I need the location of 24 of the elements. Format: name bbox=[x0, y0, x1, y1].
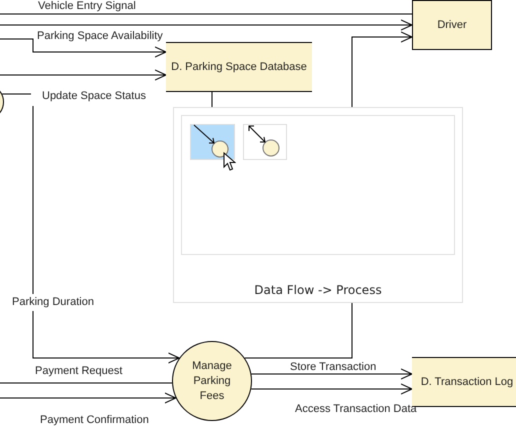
edge-label: Vehicle Entry Signal bbox=[38, 0, 136, 13]
edge-label: Store Transaction bbox=[290, 361, 376, 374]
data-flow-arrow bbox=[352, 32, 412, 108]
node-label: Driver bbox=[437, 18, 467, 32]
popup-caption: Data Flow -> Process bbox=[254, 283, 382, 298]
data-store-box bbox=[166, 42, 312, 92]
data-flow-arrow bbox=[250, 384, 412, 394]
data-flow-arrow bbox=[0, 70, 166, 80]
node-label: D. Parking Space Database bbox=[171, 60, 307, 74]
edge-label: Parking Space Availability bbox=[37, 30, 163, 43]
edge-label: Payment Request bbox=[35, 365, 122, 378]
external-entity-box bbox=[412, 0, 492, 50]
edge-label: Parking Duration bbox=[12, 294, 94, 311]
node-label: Manage Parking Fees bbox=[191, 358, 233, 404]
data-flow-arrow bbox=[0, 392, 176, 404]
data-flow-arrow bbox=[0, 20, 412, 30]
node-label: D. Transaction Log bbox=[420, 374, 514, 390]
popup-panel bbox=[173, 107, 463, 303]
edge-label: Access Transaction Data bbox=[295, 403, 417, 416]
edge-label: Payment Confirmation bbox=[40, 414, 149, 427]
data-flow-arrow bbox=[0, 38, 166, 58]
edge-label: Update Space Status bbox=[42, 90, 146, 103]
data-flow-arrow bbox=[250, 368, 412, 380]
data-flow-arrow bbox=[32, 106, 180, 364]
